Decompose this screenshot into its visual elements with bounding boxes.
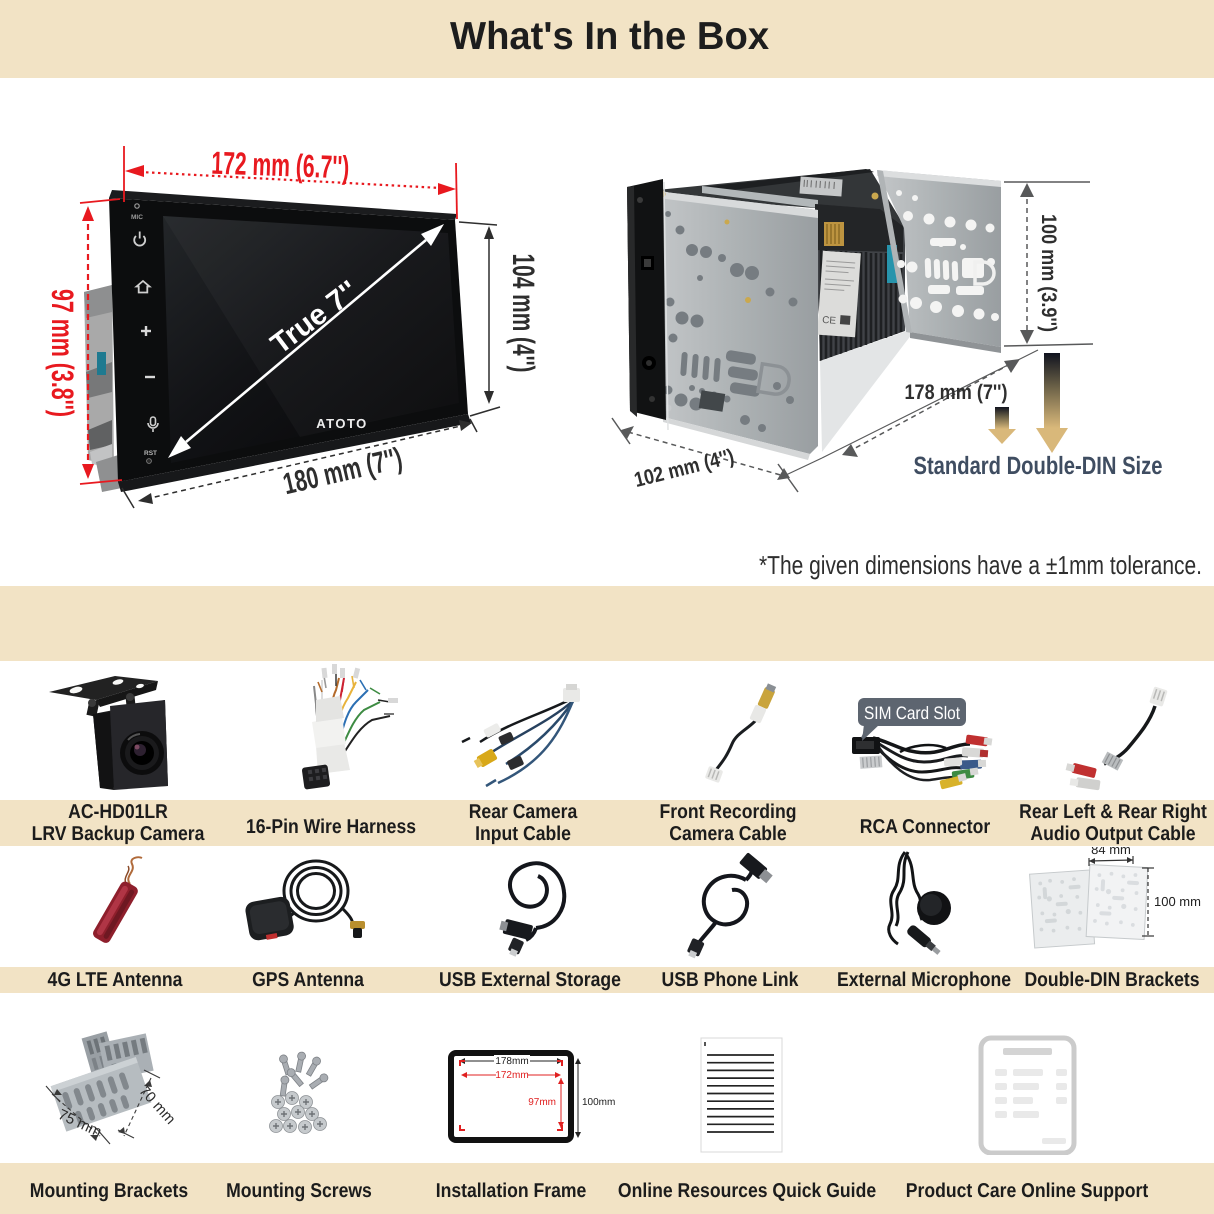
svg-text:102 mm (4''): 102 mm (4'') [632, 445, 737, 492]
svg-text:178 mm (7''): 178 mm (7'') [905, 381, 1008, 404]
svg-text:RST: RST [144, 450, 157, 457]
svg-text:Standard Double-DIN Size: Standard Double-DIN Size [914, 452, 1163, 480]
svg-text:ATOTO: ATOTO [316, 416, 368, 431]
svg-text:97mm: 97mm [528, 1097, 556, 1108]
svg-text:172mm: 172mm [495, 1070, 528, 1081]
svg-text:178mm: 178mm [495, 1056, 528, 1067]
svg-text:MIC: MIC [131, 214, 143, 221]
svg-text:97 mm (3.8''): 97 mm (3.8'') [45, 289, 80, 417]
svg-text:SIM Card Slot: SIM Card Slot [864, 703, 960, 723]
svg-text:CE: CE [822, 315, 837, 327]
svg-text:84 mm: 84 mm [1091, 847, 1131, 857]
svg-text:100 mm (3.9''): 100 mm (3.9'') [1037, 214, 1060, 332]
svg-text:100mm: 100mm [582, 1097, 615, 1108]
svg-text:172 mm (6.7''): 172 mm (6.7'') [211, 145, 350, 186]
svg-text:100 mm: 100 mm [1154, 894, 1201, 909]
svg-text:104 mm (4''): 104 mm (4'') [506, 254, 541, 373]
